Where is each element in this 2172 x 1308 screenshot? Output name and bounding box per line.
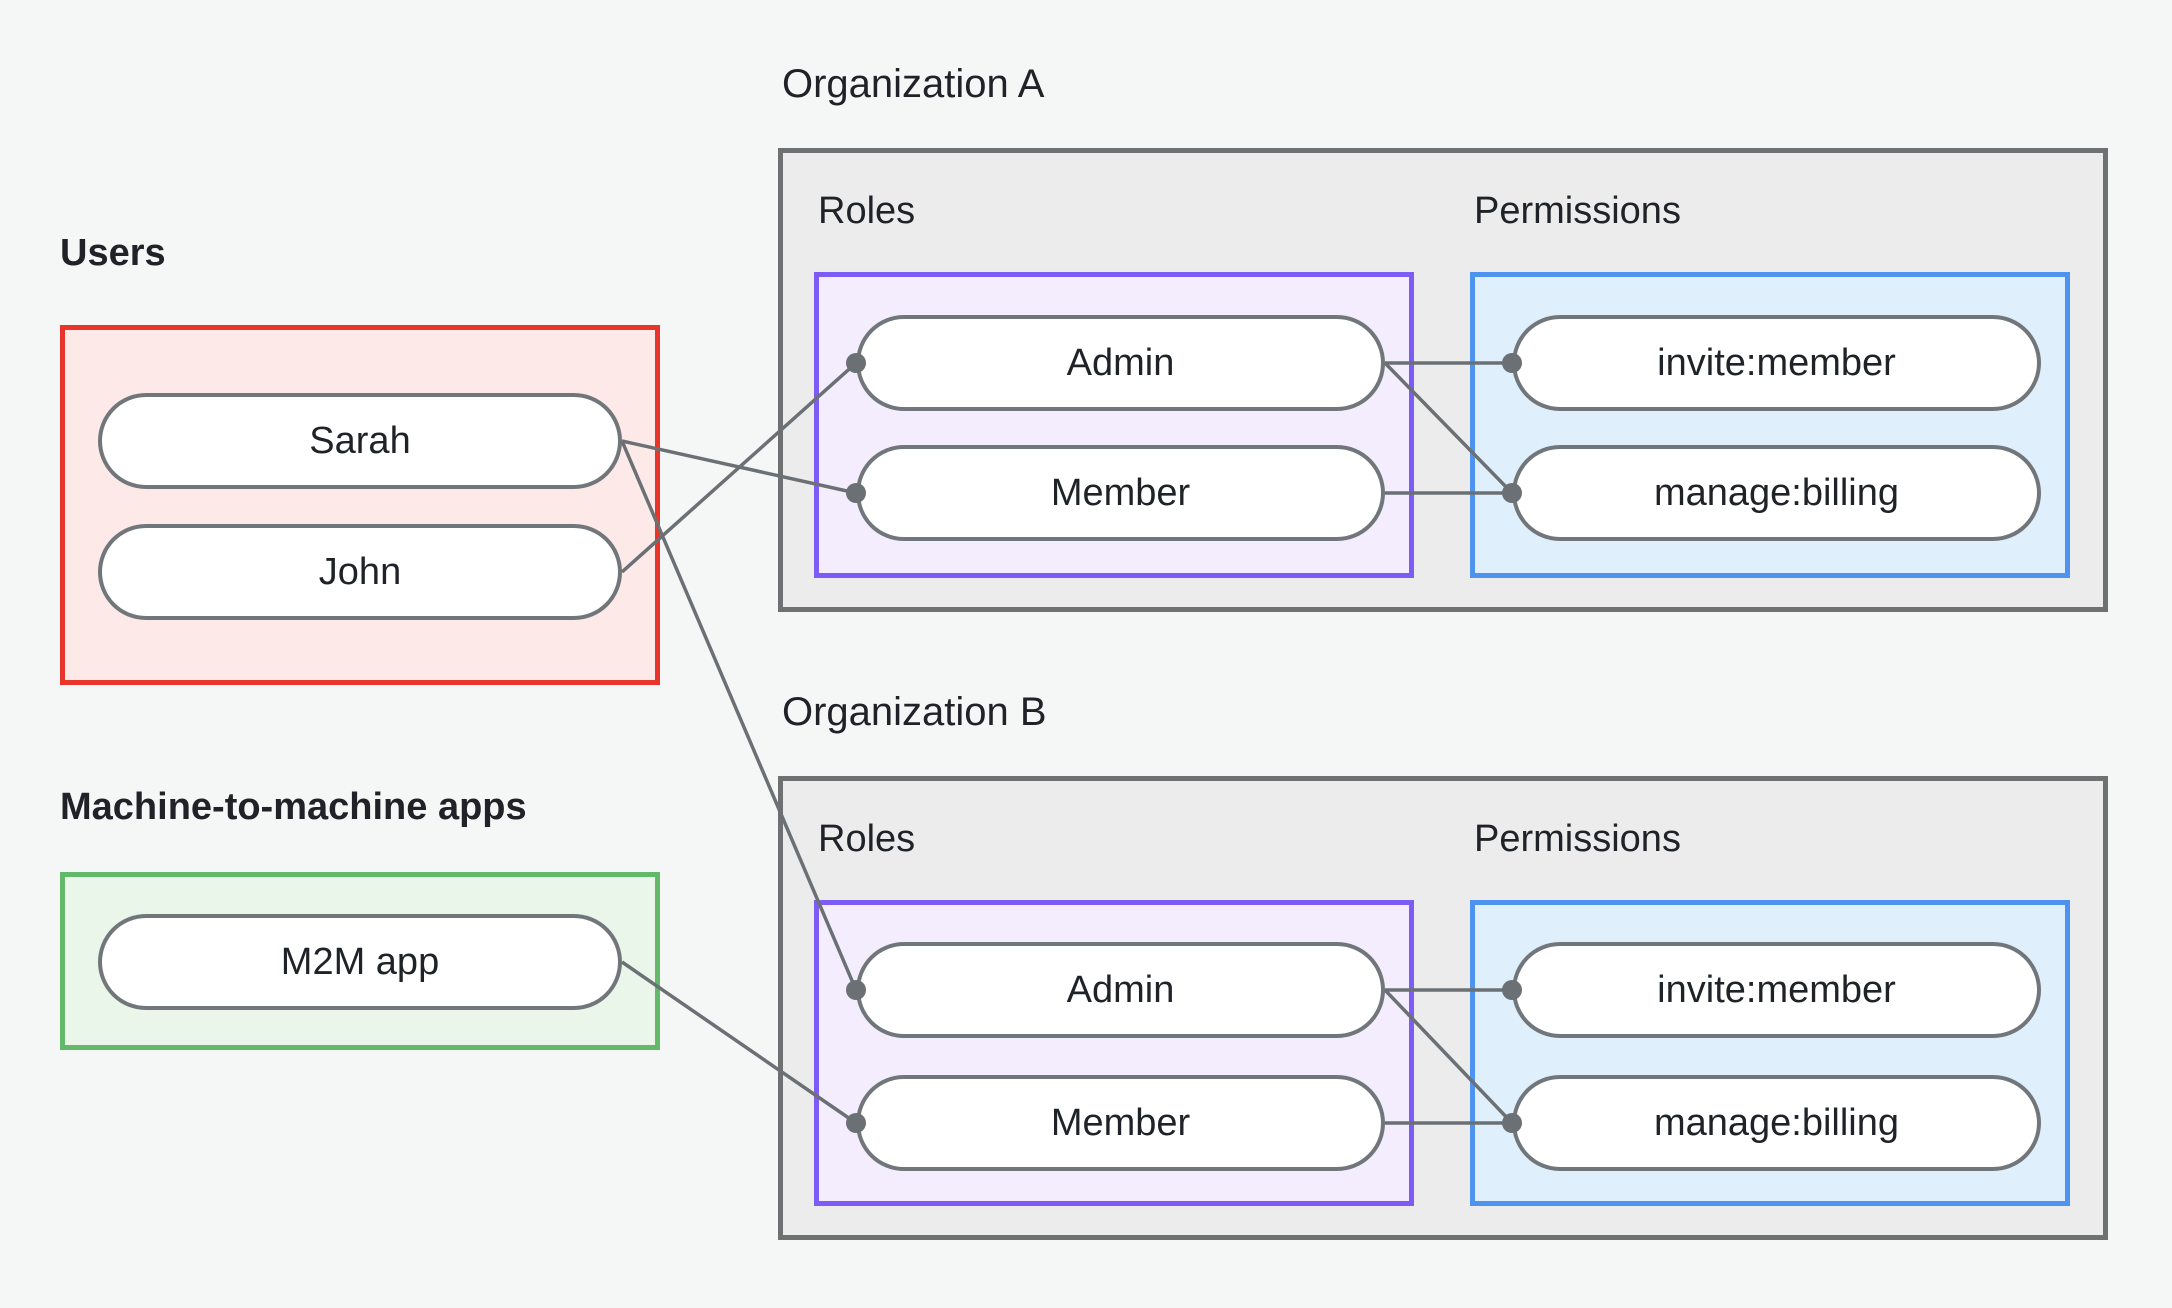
node-org-a-role-admin[interactable]: Admin xyxy=(856,315,1385,411)
node-org-b-permission-manage-billing[interactable]: manage:billing xyxy=(1512,1075,2041,1171)
node-org-b-permission-invite-member-label: invite:member xyxy=(1657,968,1896,1011)
node-sarah[interactable]: Sarah xyxy=(98,393,622,489)
node-org-a-permission-manage-billing-label: manage:billing xyxy=(1653,471,1900,514)
org-a-roles-title: Roles xyxy=(818,190,916,232)
m2m-group-title: Machine-to-machine apps xyxy=(60,786,527,828)
node-org-b-permission-manage-billing-label: manage:billing xyxy=(1653,1101,1900,1144)
node-org-a-role-admin-label: Admin xyxy=(1066,341,1175,384)
org-a-title: Organization A xyxy=(782,62,1045,106)
node-john[interactable]: John xyxy=(98,524,622,620)
node-org-b-role-member-label: Member xyxy=(1050,1101,1191,1144)
node-org-b-permission-invite-member[interactable]: invite:member xyxy=(1512,942,2041,1038)
org-b-roles-title: Roles xyxy=(818,818,916,860)
node-org-b-role-admin-label: Admin xyxy=(1066,968,1175,1011)
node-org-b-role-member[interactable]: Member xyxy=(856,1075,1385,1171)
node-org-a-role-member[interactable]: Member xyxy=(856,445,1385,541)
node-sarah-label: Sarah xyxy=(309,419,411,462)
node-john-label: John xyxy=(318,550,402,593)
node-org-a-permission-invite-member-label: invite:member xyxy=(1657,341,1896,384)
org-a-permissions-title: Permissions xyxy=(1474,190,1681,232)
node-org-a-role-member-label: Member xyxy=(1050,471,1191,514)
node-m2m-app-label: M2M app xyxy=(280,940,440,983)
node-org-a-permission-invite-member[interactable]: invite:member xyxy=(1512,315,2041,411)
org-b-permissions-title: Permissions xyxy=(1474,818,1681,860)
users-group-title: Users xyxy=(60,232,166,274)
org-b-title: Organization B xyxy=(782,690,1047,734)
users-container xyxy=(60,325,660,685)
node-m2m-app[interactable]: M2M app xyxy=(98,914,622,1010)
node-org-b-role-admin[interactable]: Admin xyxy=(856,942,1385,1038)
node-org-a-permission-manage-billing[interactable]: manage:billing xyxy=(1512,445,2041,541)
